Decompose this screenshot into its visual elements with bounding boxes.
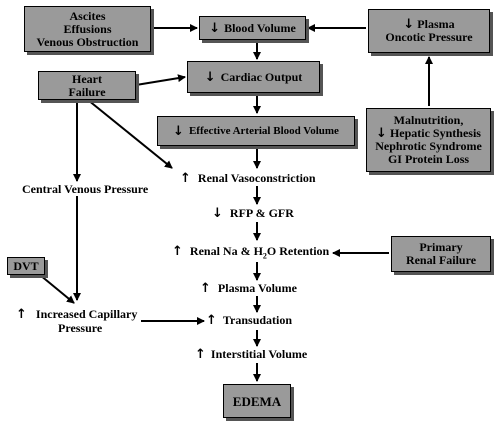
cardiac-output-box: ↓ Cardiac Output xyxy=(187,61,320,93)
down-arrow-icon: ↓ xyxy=(173,123,184,139)
ascites-line-3: Venous Obstruction xyxy=(36,34,139,49)
up-arrow-icon: ↑ xyxy=(206,313,217,328)
down-arrow-icon: ↓ xyxy=(209,20,221,36)
malnutrition-line-1: Malnutrition, xyxy=(393,113,464,127)
malnutrition-line-4: GI Protein Loss xyxy=(387,152,470,166)
malnutrition-line-3: Nephrotic Syndrome xyxy=(375,139,482,153)
renal-vasoconstriction-label: ↑ Renal Vasoconstriction xyxy=(180,171,316,186)
increased-capillary-line-1: Increased Capillary xyxy=(35,307,138,321)
rfp-gfr-text: RFP & GFR xyxy=(229,206,294,220)
down-arrow-icon: ↓ xyxy=(204,69,216,85)
up-arrow-icon: ↑ xyxy=(16,307,27,322)
rfp-gfr-label: ↓ RFP & GFR xyxy=(212,206,294,221)
increased-capillary-label: ↑ Increased Capillary xyxy=(16,307,138,322)
plasma-oncotic-line-1: Plasma xyxy=(417,17,455,31)
ascites-line-1: Ascites xyxy=(69,8,106,23)
down-arrow-icon: ↓ xyxy=(376,126,387,141)
heart-failure-box: Heart Failure xyxy=(38,71,136,100)
up-arrow-icon: ↑ xyxy=(180,171,191,186)
blood-volume-box: ↓ Blood Volume xyxy=(199,16,306,40)
plasma-volume-label: ↑ Plasma Volume xyxy=(200,281,297,296)
renal-na-prefix: Renal Na & H xyxy=(189,244,263,258)
ascites-box: Ascites Effusions Venous Obstruction xyxy=(24,6,151,52)
malnutrition-box: Malnutrition, ↓ Hepatic Synthesis Nephro… xyxy=(366,108,491,172)
interstitial-text: Interstitial Volume xyxy=(210,347,308,361)
effective-arterial-label: Effective Arterial Blood Volume xyxy=(188,124,339,137)
transudation-text: Transudation xyxy=(222,313,293,327)
effective-arterial-box: ↓ Effective Arterial Blood Volume xyxy=(157,116,355,146)
primary-renal-line-1: Primary xyxy=(419,240,463,254)
edema-box: EDEMA xyxy=(223,384,291,418)
cardiac-output-label: Cardiac Output xyxy=(220,69,303,84)
arrow-heart-failure-to-renal-vaso xyxy=(87,99,173,169)
primary-renal-line-2: Renal Failure xyxy=(405,253,477,267)
down-arrow-icon: ↓ xyxy=(212,206,223,221)
heart-failure-line-1: Heart xyxy=(72,71,102,86)
down-arrow-icon: ↓ xyxy=(403,17,415,32)
increased-capillary-line-2: Pressure xyxy=(58,321,103,335)
dvt-box: DVT xyxy=(7,257,45,275)
renal-vaso-text: Renal Vasoconstriction xyxy=(197,171,316,185)
blood-volume-label: Blood Volume xyxy=(224,20,296,35)
ascites-line-2: Effusions xyxy=(63,21,112,36)
renal-na-subscript: 2 xyxy=(262,251,267,261)
heart-failure-line-2: Failure xyxy=(68,84,106,99)
malnutrition-line-2: Hepatic Synthesis xyxy=(389,126,481,140)
up-arrow-icon: ↑ xyxy=(200,281,211,296)
arrow-heart-failure-to-cardiac-output xyxy=(135,74,186,86)
primary-renal-failure-box: Primary Renal Failure xyxy=(391,236,491,272)
central-venous-pressure-label: Central Venous Pressure xyxy=(22,182,149,196)
renal-na-retention-label: ↑ Renal Na & H2O Retention xyxy=(172,245,329,262)
renal-na-suffix: O Retention xyxy=(266,244,330,258)
edema-label: EDEMA xyxy=(232,393,282,409)
arrow-dvt-to-capillary xyxy=(39,274,75,304)
plasma-volume-text: Plasma Volume xyxy=(217,281,297,295)
plasma-oncotic-box: ↓ Plasma Oncotic Pressure xyxy=(368,9,490,53)
plasma-oncotic-line-2: Oncotic Pressure xyxy=(385,30,473,44)
interstitial-volume-label: ↑ Interstitial Volume xyxy=(195,347,308,362)
dvt-label: DVT xyxy=(13,258,39,273)
up-arrow-icon: ↑ xyxy=(195,347,206,362)
transudation-label: ↑ Transudation xyxy=(206,313,293,328)
up-arrow-icon: ↑ xyxy=(172,244,183,259)
